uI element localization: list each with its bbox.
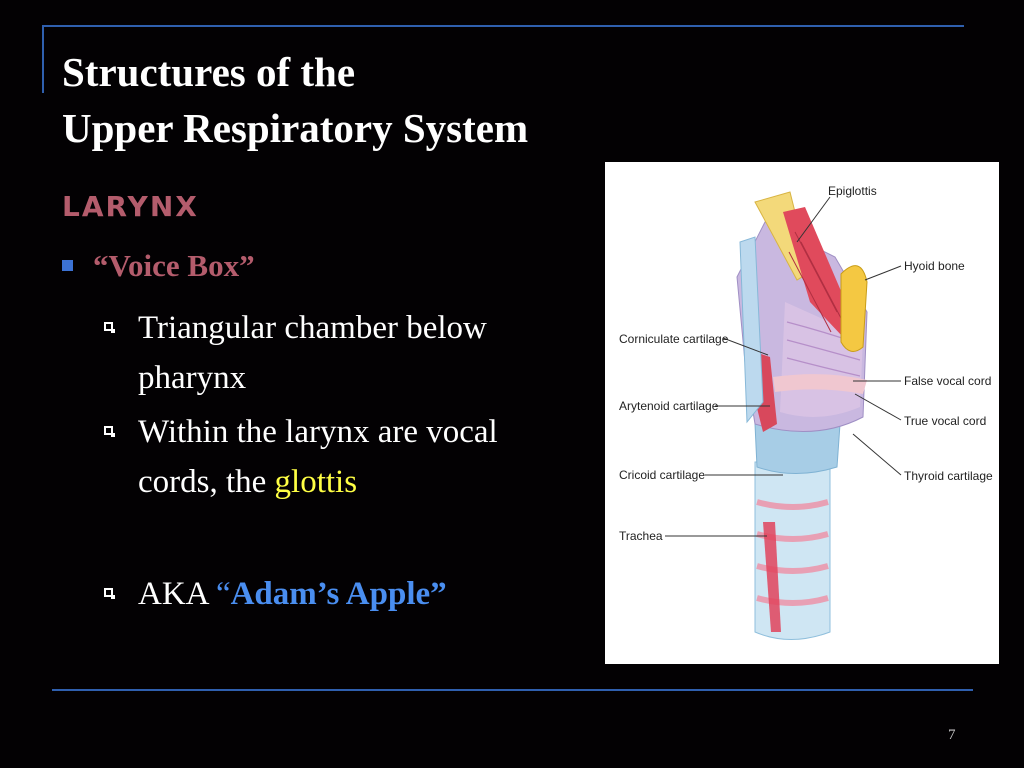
- sub-bullet-1-text: Triangular chamber below pharynx: [138, 310, 487, 396]
- top-rule: [42, 25, 964, 27]
- adams-apple-highlight: Adam’s Apple”: [230, 576, 447, 612]
- label-true-vocal-cord: True vocal cord: [904, 414, 986, 428]
- label-false-vocal-cord: False vocal cord: [904, 374, 991, 388]
- sub-bullet-3: AKA “Adam’s Apple”: [104, 569, 574, 619]
- label-thyroid-cartilage: Thyroid cartilage: [904, 469, 993, 483]
- sub-bullet-3-text: AKA “Adam’s Apple”: [138, 569, 574, 619]
- label-corniculate-cartilage: Corniculate cartilage: [619, 332, 729, 346]
- sub-bullet-3-prefix: AKA: [138, 576, 216, 612]
- section-heading: Larynx: [62, 190, 199, 223]
- main-bullet-text: “Voice Box”: [93, 248, 255, 283]
- glottis-highlight: glottis: [274, 464, 358, 500]
- sub-bullet-2-text: Within the larynx are vocal cords, the g…: [138, 407, 574, 507]
- label-epiglottis: Epiglottis: [828, 184, 877, 198]
- hollow-square-bullet-icon: [104, 588, 115, 599]
- left-rule: [42, 25, 44, 93]
- label-hyoid-bone: Hyoid bone: [904, 259, 965, 273]
- title-line-2: Upper Respiratory System: [62, 105, 529, 151]
- label-cricoid-cartilage: Cricoid cartilage: [619, 468, 705, 482]
- square-bullet-icon: [62, 260, 73, 272]
- sub-bullet-2: Within the larynx are vocal cords, the g…: [104, 407, 574, 507]
- larynx-diagram: Epiglottis Hyoid bone Corniculate cartil…: [605, 162, 999, 664]
- label-trachea: Trachea: [619, 529, 663, 543]
- hollow-square-bullet-icon: [104, 322, 115, 333]
- larynx-illustration: Epiglottis Hyoid bone Corniculate cartil…: [619, 184, 993, 640]
- main-bullet: “Voice Box”: [62, 248, 255, 284]
- label-arytenoid-cartilage: Arytenoid cartilage: [619, 399, 719, 413]
- title-line-1: Structures of the: [62, 49, 356, 95]
- quote-open-mark: “: [215, 576, 231, 612]
- page-number: 7: [948, 727, 956, 743]
- hollow-square-bullet-icon: [104, 426, 115, 437]
- slide-title: Structures of the Upper Respiratory Syst…: [62, 44, 528, 156]
- sub-bullet-2-prefix: Within the larynx are vocal cords, the: [138, 414, 498, 500]
- bottom-rule: [52, 689, 973, 691]
- sub-bullet-1: Triangular chamber below pharynx: [104, 303, 574, 403]
